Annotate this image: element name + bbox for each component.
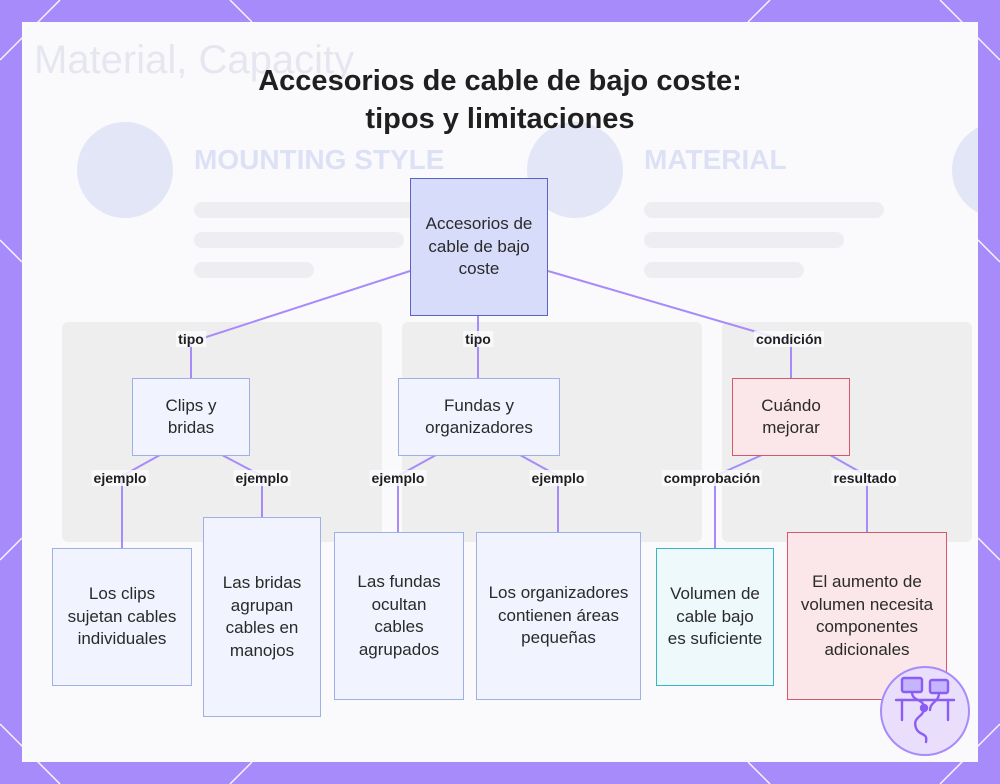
background-heading: Material, Capacity xyxy=(34,38,355,82)
title-line-1: Accesorios de cable de bajo coste: xyxy=(258,65,742,97)
edge-label-tipo: tipo xyxy=(176,331,206,347)
edge-label-ejemplo: ejemplo xyxy=(529,470,587,486)
edge-label-resultado: resultado xyxy=(831,470,899,486)
node-cuando-mejorar: Cuándo mejorar xyxy=(732,378,850,456)
node-fundas-organizadores: Fundas y organizadores xyxy=(398,378,560,456)
background-column-title: MATERIAL xyxy=(644,144,787,175)
edge-label-condicion: condición xyxy=(753,331,825,347)
edge-label-tipo: tipo xyxy=(463,331,493,347)
node-root: Accesorios de cable de bajo coste xyxy=(410,178,548,316)
edge-label-comprobacion: comprobación xyxy=(661,470,763,486)
background-column-title: MOUNTING STYLE xyxy=(194,144,445,175)
cable-desk-icon xyxy=(880,666,970,756)
node-clips-sujetan: Los clips sujetan cables individuales xyxy=(52,548,192,686)
edge-label-ejemplo: ejemplo xyxy=(233,470,291,486)
node-bridas-agrupan: Las bridas agrupan cables en manojos xyxy=(203,517,321,717)
edge-label-ejemplo: ejemplo xyxy=(91,470,149,486)
node-volumen-suficiente: Volumen de cable bajo es suficiente xyxy=(656,548,774,686)
background-icon-circle xyxy=(77,122,173,218)
node-fundas-ocultan: Las fundas ocultan cables agrupados xyxy=(334,532,464,700)
node-clips-bridas: Clips y bridas xyxy=(132,378,250,456)
edge-label-ejemplo: ejemplo xyxy=(369,470,427,486)
diagram-title: Accesorios de cable de bajo coste: tipos… xyxy=(0,62,1000,138)
node-organizadores-contienen: Los organizadores contienen áreas pequeñ… xyxy=(476,532,641,700)
title-line-2: tipos y limitaciones xyxy=(365,103,635,135)
